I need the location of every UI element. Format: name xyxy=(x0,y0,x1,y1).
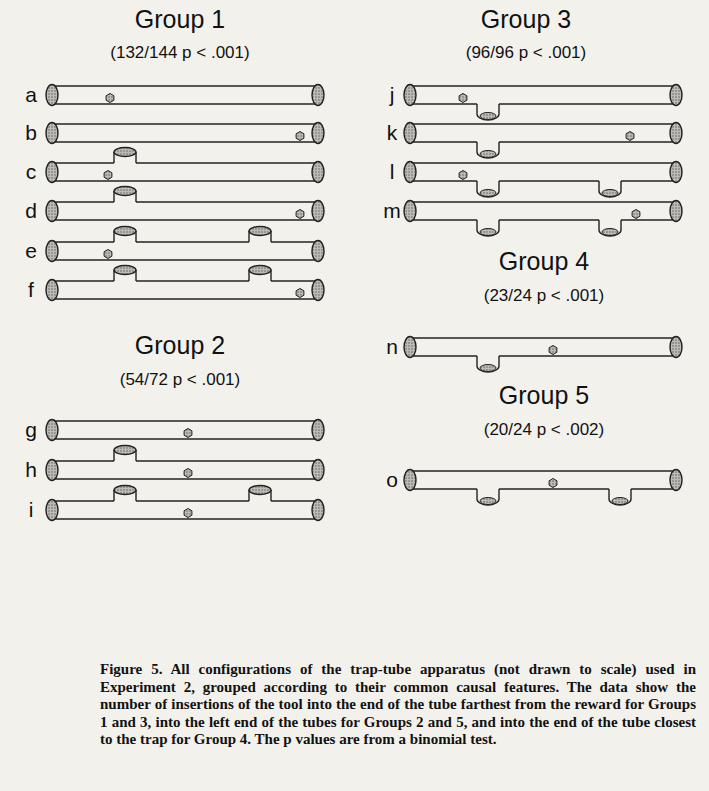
trap-tube xyxy=(404,85,682,121)
config-letter: m xyxy=(383,199,401,222)
trap-tube xyxy=(46,85,324,106)
trap-tube xyxy=(404,470,682,506)
group-heading: Group 1 xyxy=(135,6,225,34)
group-heading: Group 5 xyxy=(499,382,589,410)
config-letter: g xyxy=(25,418,37,441)
reward xyxy=(184,469,192,478)
config-letter: c xyxy=(26,160,37,183)
trap-tube xyxy=(404,162,682,198)
figure-caption: Figure 5. All configurations of the trap… xyxy=(100,661,696,749)
trap-tube xyxy=(46,446,324,481)
group-heading: Group 3 xyxy=(481,6,571,34)
config-letter: b xyxy=(25,121,37,144)
config-letter: i xyxy=(29,498,34,521)
reward xyxy=(106,94,114,103)
reward xyxy=(632,210,640,219)
reward xyxy=(184,429,192,438)
trap-tube xyxy=(404,337,682,373)
config-letter: d xyxy=(25,199,37,222)
config-letter: f xyxy=(28,278,34,301)
trap-tube xyxy=(46,227,324,262)
reward xyxy=(626,132,634,141)
config-letter: l xyxy=(390,160,395,183)
group-heading: Group 4 xyxy=(499,248,589,276)
reward xyxy=(549,346,557,355)
trap-tube xyxy=(46,123,324,144)
trap-tube xyxy=(46,148,324,183)
config-letter: j xyxy=(390,83,395,106)
reward xyxy=(296,132,304,141)
reward xyxy=(296,289,304,298)
stats-label: (96/96 p < .001) xyxy=(466,44,587,63)
config-letter: n xyxy=(386,335,398,358)
trap-tube xyxy=(404,201,682,237)
group-heading: Group 2 xyxy=(135,332,225,360)
stats-label: (20/24 p < .002) xyxy=(484,421,605,440)
trap-tube xyxy=(404,123,682,159)
config-letter: h xyxy=(25,458,37,481)
stats-label: (23/24 p < .001) xyxy=(484,287,605,306)
reward xyxy=(104,250,112,259)
reward xyxy=(296,210,304,219)
trap-tube xyxy=(46,486,324,521)
reward xyxy=(549,479,557,488)
stats-label: (132/144 p < .001) xyxy=(110,44,249,63)
config-letter: o xyxy=(386,468,398,491)
reward xyxy=(459,171,467,180)
reward xyxy=(459,94,467,103)
trap-tube xyxy=(46,420,324,441)
reward xyxy=(184,509,192,518)
reward xyxy=(104,171,112,180)
config-letter: e xyxy=(25,239,37,262)
stats-label: (54/72 p < .001) xyxy=(120,371,241,390)
config-letter: k xyxy=(387,121,398,144)
config-letter: a xyxy=(25,83,37,106)
trap-tube xyxy=(46,266,324,301)
trap-tube xyxy=(46,187,324,222)
